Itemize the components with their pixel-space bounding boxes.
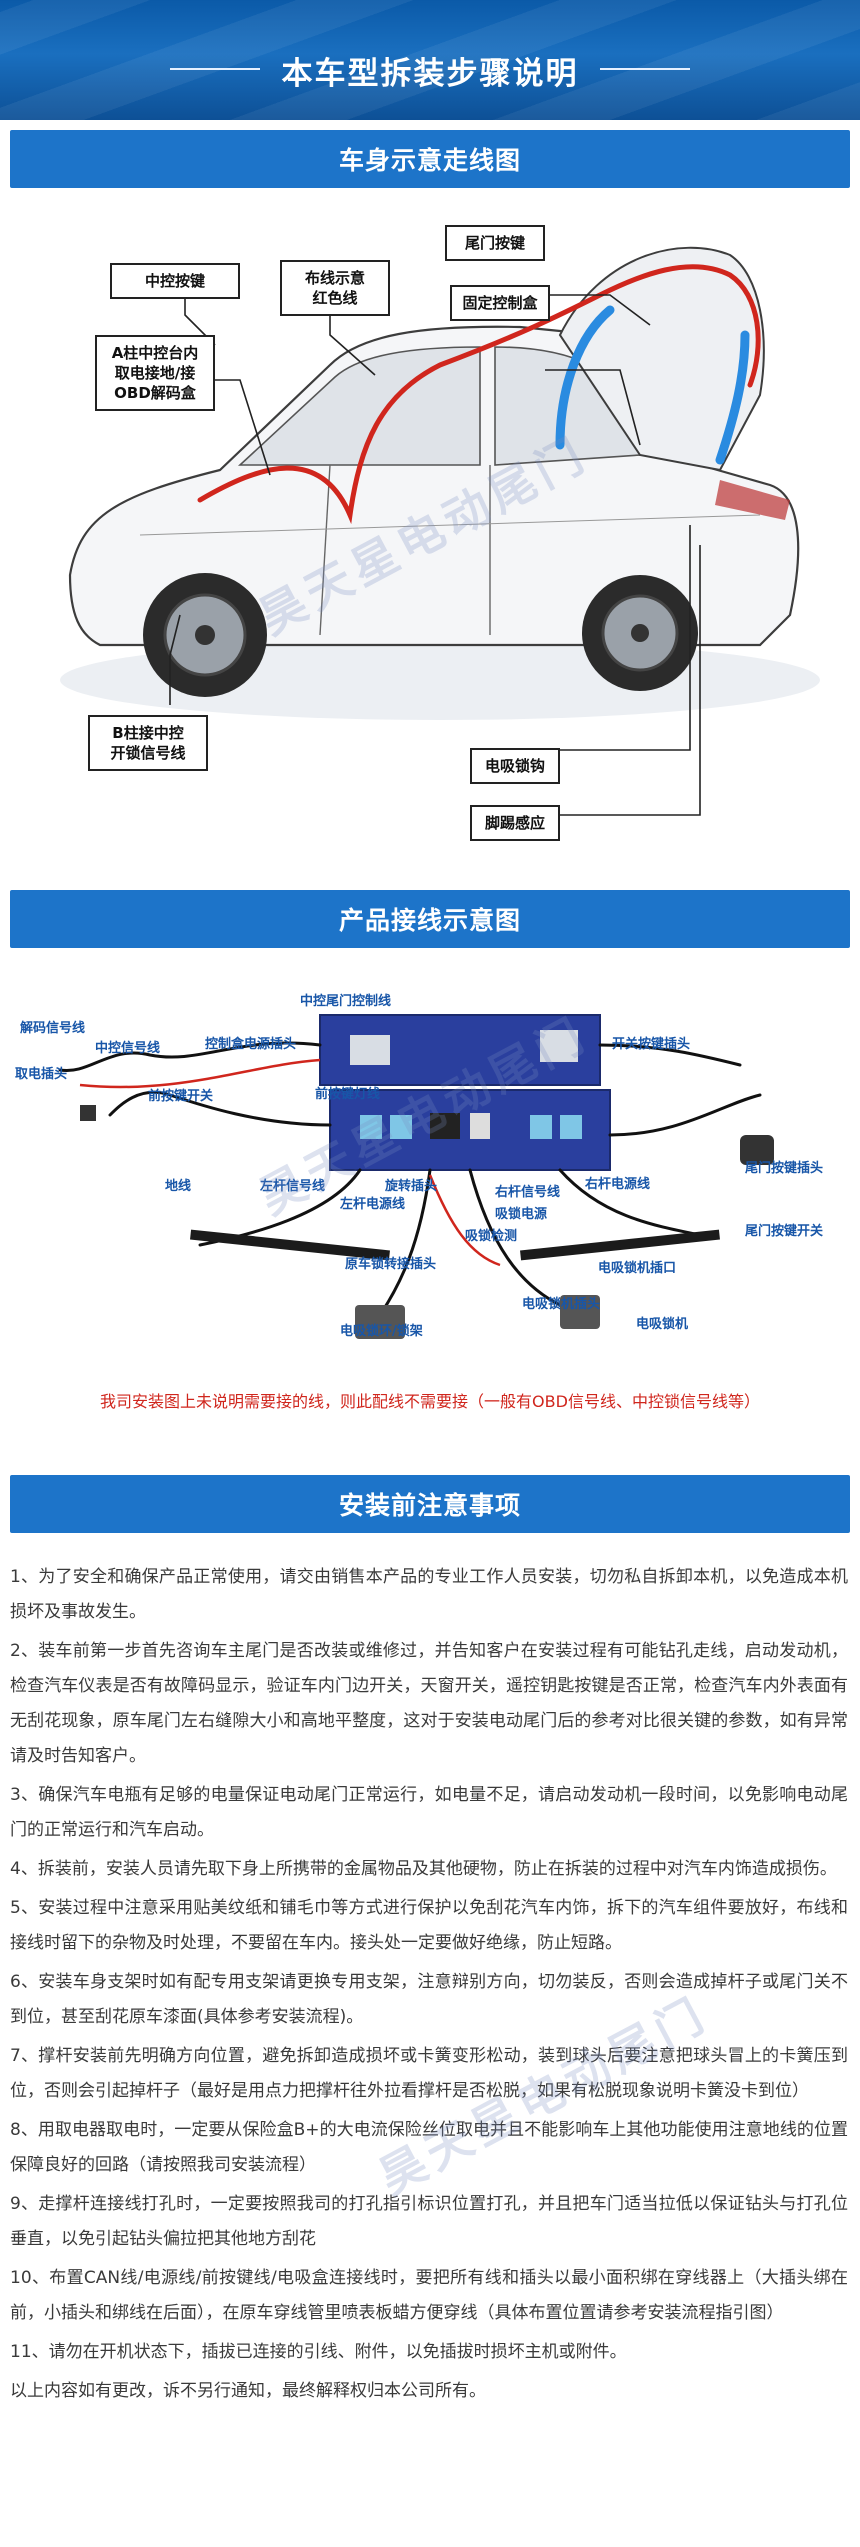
label-electric-power: 吸锁电源 xyxy=(495,1207,548,1222)
callout-tail-button: 尾门按键 xyxy=(445,225,545,261)
page-title: 本车型拆装步骤说明 xyxy=(281,56,579,92)
wiring-illustration xyxy=(58,1014,774,1339)
list-item: 2、装车前第一步首先咨询车主尾门是否改装或维修过，并告知客户在安装过程有可能钻孔… xyxy=(10,1641,848,1766)
label-front-button-switch: 前按键开关 xyxy=(148,1089,214,1104)
label-tail-button-switch: 尾门按键开关 xyxy=(745,1224,824,1239)
label-tail-button-plug: 尾门按键插头 xyxy=(745,1161,824,1176)
list-item: 以上内容如有更改，诉不另行通知，最终解释权归本公司所有。 xyxy=(10,2381,486,2401)
wiring-diagram: 解码信号线 中控信号线 取电插头 前按键开关 地线 中控尾门控制线 控制盒电源插… xyxy=(0,985,860,1385)
label-right-rod-signal: 右杆信号线 xyxy=(495,1185,561,1200)
callout-fixed-control-box: 固定控制盒 xyxy=(450,285,550,321)
label-power-plug: 取电插头 xyxy=(15,1067,68,1082)
label-center-tail-control: 中控尾门控制线 xyxy=(300,994,392,1009)
label-switch-button-plug: 开关按键插头 xyxy=(612,1037,691,1052)
label-electric-detect: 吸锁检测 xyxy=(465,1229,518,1244)
label-electric-lock-port: 电吸锁机插口 xyxy=(598,1261,677,1276)
list-item: 9、走撑杆连接线打孔时，一定要按照我司的打孔指引标识位置打孔，并且把车门适当拉低… xyxy=(10,2194,848,2249)
label-original-lock-plug: 原车锁转接插头 xyxy=(345,1257,437,1272)
label-front-button-light: 前按键灯线 xyxy=(315,1087,381,1102)
label-electric-ring: 电吸锁环/锁架 xyxy=(340,1324,423,1339)
list-item: 5、安装过程中注意采用贴美纹纸和铺毛巾等方式进行保护以免刮花汽车内饰，拆下的汽车… xyxy=(10,1898,848,1953)
section-title: 安装前注意事项 xyxy=(338,1491,521,1520)
section-precautions-header: 安装前注意事项 xyxy=(10,1475,850,1533)
section-title: 车身示意走线图 xyxy=(338,146,521,175)
callout-center-lock-button: 中控按键 xyxy=(110,263,240,299)
section-car-routing-header: 车身示意走线图 xyxy=(10,130,850,188)
label-decode-signal: 解码信号线 xyxy=(20,1021,86,1036)
list-item: 1、为了安全和确保产品正常使用，请交由销售本产品的专业工作人员安装，切勿私自拆卸… xyxy=(10,1567,848,1622)
label-left-rod-power: 左杆电源线 xyxy=(340,1197,406,1212)
list-item: 3、确保汽车电瓶有足够的电量保证电动尾门正常运行，如电量不足，请启动发动机一段时… xyxy=(10,1785,848,1840)
label-center-signal: 中控信号线 xyxy=(95,1041,161,1056)
callout-a-pillar: A柱中控台内 取电接地/接 OBD解码盒 xyxy=(95,335,215,411)
section-wiring-header: 产品接线示意图 xyxy=(10,890,850,948)
list-item: 4、拆装前，安装人员请先取下身上所携带的金属物品及其他硬物，防止在拆装的过程中对… xyxy=(10,1859,837,1879)
section-title: 产品接线示意图 xyxy=(338,906,521,935)
label-electric-lock-head: 电吸锁机插头 xyxy=(522,1297,601,1312)
label-control-box-power: 控制盒电源插头 xyxy=(205,1037,297,1052)
list-item: 8、用取电器取电时，一定要从保险盒B+的大电流保险丝位取电并且不能影响车上其他功… xyxy=(10,2120,848,2175)
header-banner: 本车型拆装步骤说明 xyxy=(0,0,860,120)
list-item: 6、安装车身支架时如有配专用支架请更换专用支架，注意辩别方向，切勿装反，否则会造… xyxy=(10,1972,848,2027)
label-right-rod-power: 右杆电源线 xyxy=(585,1177,651,1192)
callout-wiring-red: 布线示意 红色线 xyxy=(280,260,390,316)
label-left-rod-signal: 左杆信号线 xyxy=(260,1179,326,1194)
callout-electric-lock: 电吸锁钩 xyxy=(470,748,560,784)
label-rotary-plug: 旋转插头 xyxy=(385,1179,438,1194)
callout-kick-sensor: 脚踢感应 xyxy=(470,805,560,841)
wiring-note: 我司安装图上未说明需要接的线，则此配线不需要接（一般有OBD信号线、中控锁信号线… xyxy=(100,1392,760,1411)
list-item: 7、撑杆安装前先明确方向位置，避免拆卸造成损坏或卡簧变形松动，装到球头后要注意把… xyxy=(10,2046,848,2101)
label-ground: 地线 xyxy=(165,1179,192,1194)
precautions-list: 1、为了安全和确保产品正常使用，请交由销售本产品的专业工作人员安装，切勿私自拆卸… xyxy=(10,1560,848,2413)
car-illustration xyxy=(60,246,820,816)
header-line-left xyxy=(170,68,260,70)
header-line-right xyxy=(600,68,690,70)
car-routing-diagram: 中控按键 布线示意 红色线 A柱中控台内 取电接地/接 OBD解码盒 尾门按键 … xyxy=(0,215,860,875)
list-item: 11、请勿在开机状态下，插拔已连接的引线、附件，以免插拔时损坏主机或附件。 xyxy=(10,2342,627,2362)
callout-b-pillar: B柱接中控 开锁信号线 xyxy=(88,715,208,771)
label-electric-machine: 电吸锁机 xyxy=(636,1317,689,1332)
list-item: 10、布置CAN线/电源线/前按键线/电吸盒连接线时，要把所有线和插头以最小面积… xyxy=(10,2268,848,2323)
